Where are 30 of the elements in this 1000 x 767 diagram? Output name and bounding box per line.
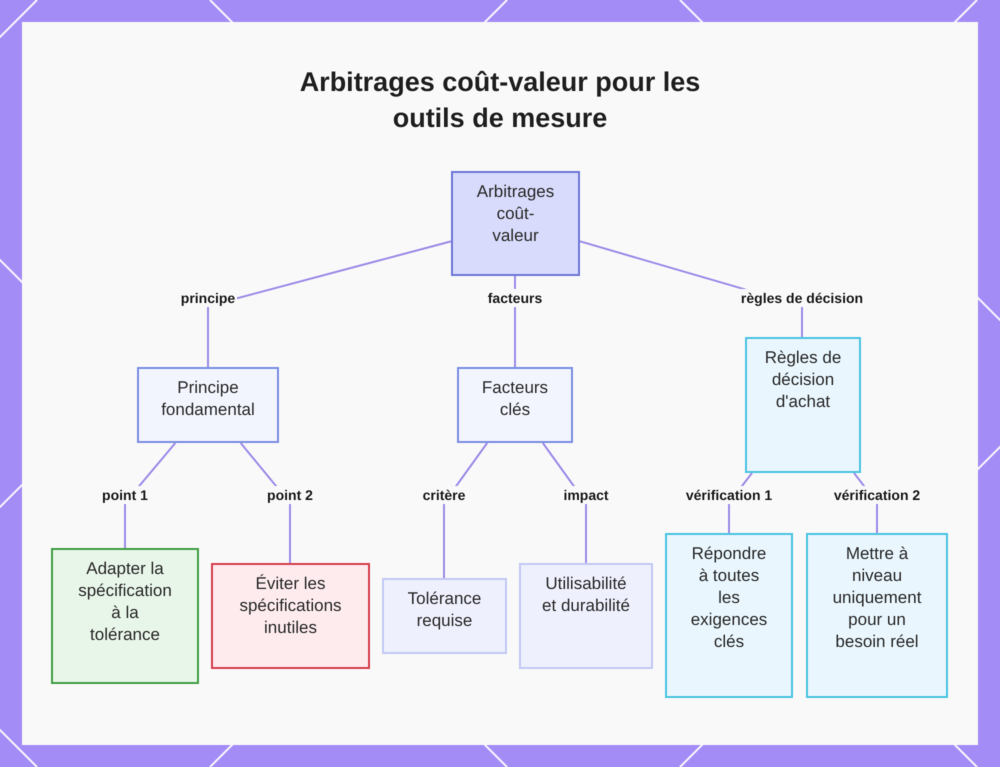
edge-label: critère bbox=[420, 486, 468, 504]
node-text: Répondre à toutes les exigences clés bbox=[690, 543, 768, 653]
topic-box bbox=[211, 563, 370, 669]
connector-line bbox=[207, 240, 452, 367]
topic-box bbox=[137, 367, 279, 443]
edge-label: point 2 bbox=[265, 486, 315, 504]
node-text: Adapter la spécification à la tolérance bbox=[77, 558, 173, 646]
topic-box bbox=[382, 578, 507, 654]
node-text: Facteurs clés bbox=[480, 377, 550, 421]
edge-label: vérification 2 bbox=[832, 486, 922, 504]
node-text: Mettre à niveau uniquement pour un besoin réel bbox=[832, 543, 922, 653]
topic-box bbox=[51, 548, 199, 684]
title: Arbitrages coût-valeur pour les outils de mesure bbox=[298, 66, 702, 135]
edge-label: point 1 bbox=[100, 486, 150, 504]
node-text: Principe fondamental bbox=[160, 377, 256, 421]
topic-box bbox=[457, 367, 573, 443]
edge-label: vérification 1 bbox=[684, 486, 774, 504]
topic-box bbox=[806, 533, 948, 698]
edge-label: facteurs bbox=[486, 289, 544, 307]
topic-box bbox=[665, 533, 793, 698]
topic-box bbox=[745, 337, 861, 473]
node-text: Arbitrages coût-valeur bbox=[476, 181, 556, 247]
topic-box bbox=[451, 171, 580, 276]
node-text: Tolérance requise bbox=[406, 588, 482, 632]
edge-label: règles de décision bbox=[738, 289, 866, 307]
node-text: Éviter les spécifications inutiles bbox=[238, 573, 343, 639]
node-text: Règles de décision d'achat bbox=[764, 347, 842, 413]
node-text: Utilisabilité et durabilité bbox=[541, 573, 631, 617]
topic-box bbox=[519, 563, 653, 669]
edge-label: impact bbox=[561, 486, 611, 504]
